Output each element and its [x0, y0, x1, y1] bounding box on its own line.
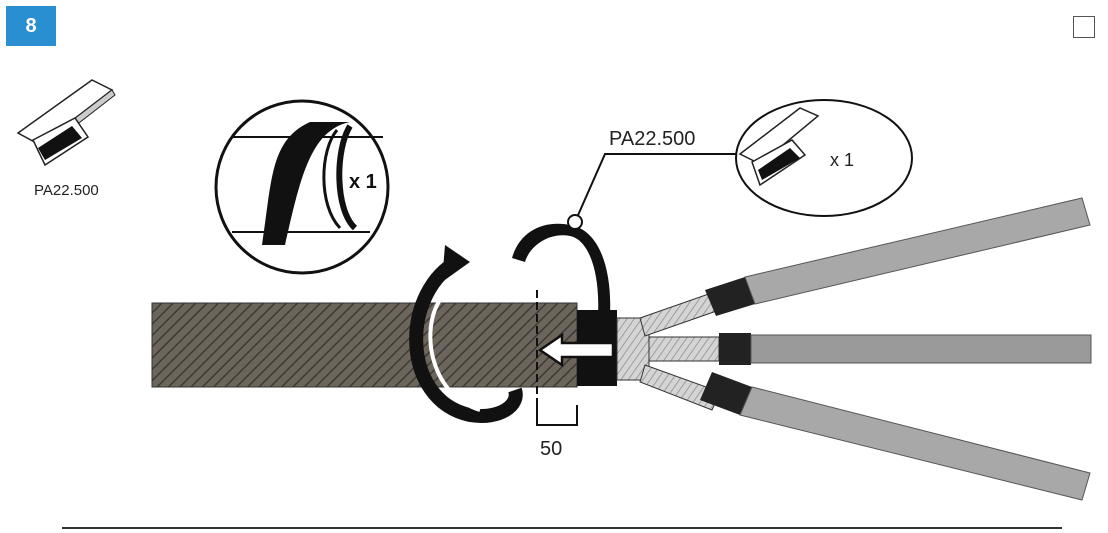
lower-core	[639, 364, 1091, 501]
dimension-value: 50	[540, 438, 562, 460]
wrap-detail-circle: x 1	[214, 99, 390, 275]
wrap-count-label: x 1	[349, 171, 377, 193]
tape-detail-circle: x 1	[735, 99, 913, 217]
callout-leader-line	[574, 153, 736, 223]
main-cable-sheath	[151, 302, 578, 388]
divider-line	[62, 527, 1062, 529]
push-direction-arrow	[537, 332, 615, 368]
dimension-50: 50	[536, 290, 578, 460]
step-number-badge: 8	[6, 6, 56, 46]
tape-roll-icon	[16, 79, 116, 167]
rotation-arrow-icon	[409, 245, 523, 423]
tape-wrap	[512, 214, 611, 315]
step-complete-checkbox[interactable]	[1073, 16, 1095, 38]
tape-count-label: x 1	[830, 150, 854, 170]
upper-core	[639, 197, 1091, 337]
tape-callout-label: PA22.500	[609, 128, 695, 150]
middle-core	[648, 333, 1092, 365]
material-code-label: PA22.500	[34, 182, 99, 199]
